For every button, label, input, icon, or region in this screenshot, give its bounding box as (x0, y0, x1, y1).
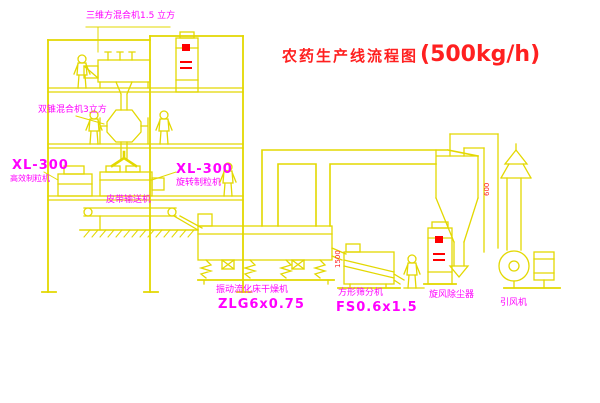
square-sieve (331, 243, 425, 289)
title-text: 农药生产线流程图 (282, 47, 419, 65)
label-dryer: 振动流化床干燥机 (216, 285, 289, 295)
granulator-left (57, 165, 93, 197)
dimension-cyclone: 600 (483, 182, 491, 196)
red-indicator (182, 44, 190, 51)
fluid-bed-dryer (197, 213, 335, 285)
double-cone-mixer (99, 109, 149, 161)
worker-figure (403, 254, 421, 289)
granulator (99, 150, 165, 197)
bucket-elevator-top (175, 31, 199, 93)
label-sieve: 方形筛分机 (338, 288, 384, 298)
exhaust-ducts (261, 149, 479, 227)
label-granulator-model: XL-300 (176, 162, 233, 177)
label-fan: 引风机 (500, 298, 528, 308)
label-cyclone: 旋风除尘器 (429, 290, 475, 300)
label-belt-conveyor: 皮带输送机 (106, 195, 152, 205)
leader-lines (43, 26, 177, 181)
worker-figure (155, 110, 173, 145)
cyclone-separator (435, 133, 499, 279)
bucket-elevator-right (423, 221, 457, 285)
label-double-cone-mixer: 双锥混合机3立方 (38, 105, 107, 115)
dimension-dryer-sieve: 1500 (334, 250, 342, 268)
label-dryer-model: ZLG6x0.75 (218, 297, 305, 312)
charging-mixer (83, 51, 151, 111)
worker-figure (73, 54, 91, 89)
label-granulator-name: 旋转制粒机 (176, 178, 222, 188)
induced-draft-fan (498, 250, 561, 289)
belt-conveyor (83, 207, 203, 231)
ground-hatch (79, 229, 199, 238)
exhaust-stack (500, 143, 532, 251)
red-indicator (435, 236, 443, 243)
diagram-title: 农药生产线流程图 (500kg/h) (282, 44, 540, 66)
label-granulator-left-model: XL-300 (12, 158, 69, 173)
title-capacity: (500kg/h) (420, 42, 541, 67)
label-top-mixer: 三维方混合机1.5 立方 (86, 11, 176, 21)
label-granulator-left-name: 高效制粒机 (10, 174, 50, 183)
label-sieve-model: FS0.6x1.5 (336, 300, 418, 315)
